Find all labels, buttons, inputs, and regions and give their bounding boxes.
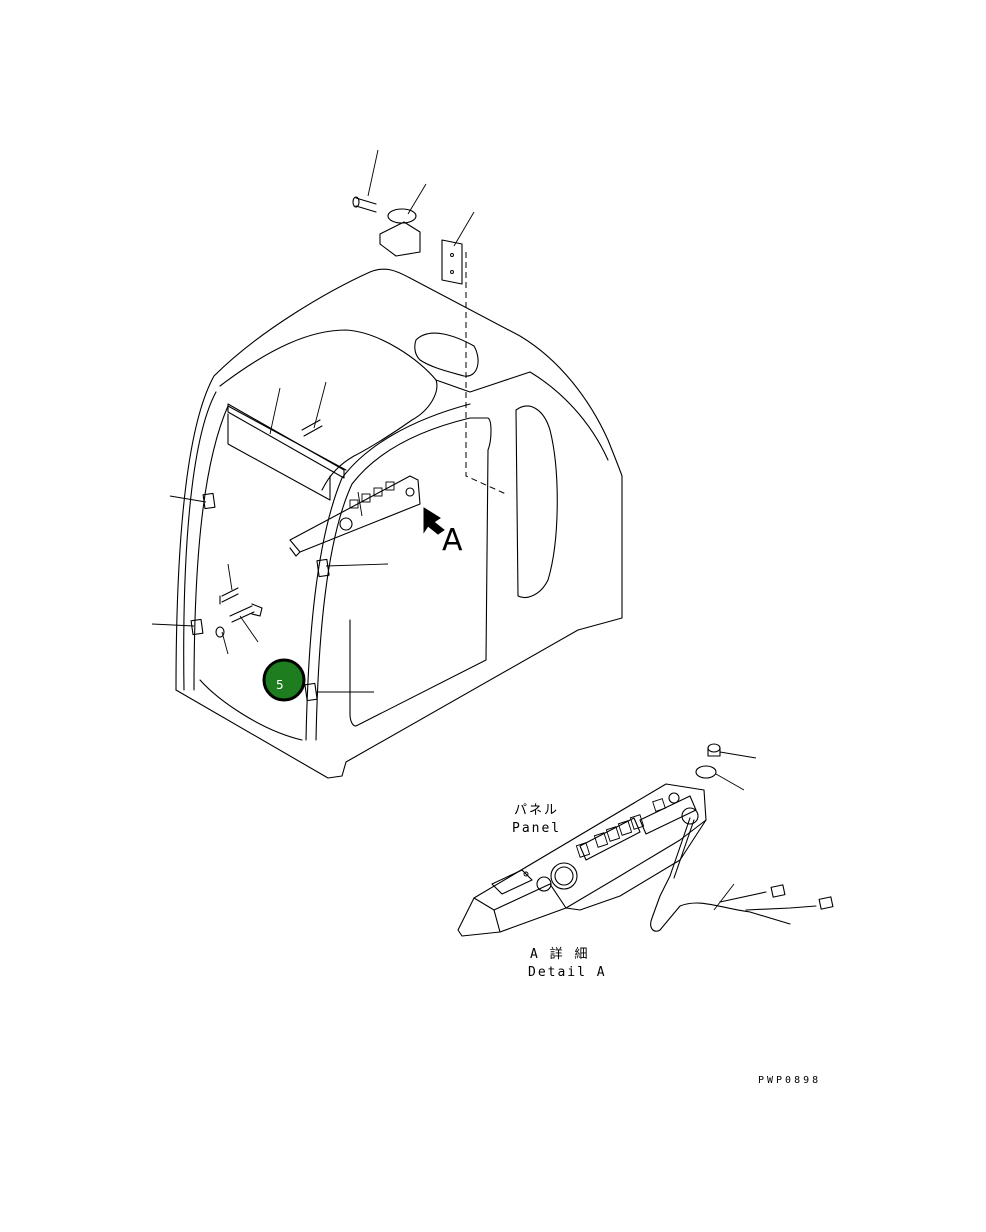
marker-number[interactable]: 5 <box>276 678 284 692</box>
detail-label-jp: A 詳 細 <box>530 946 589 962</box>
roof-parts <box>352 196 463 285</box>
panel-label-en: Panel <box>512 821 561 836</box>
cab-body <box>175 252 623 779</box>
callout-marker-5[interactable]: 5 <box>262 658 306 702</box>
detail-label-en: Detail A <box>528 965 607 980</box>
marker-circle[interactable] <box>262 658 306 702</box>
detail-panel <box>457 743 834 937</box>
panel-label-jp: パネル <box>514 803 559 818</box>
drawing-code: PWP0898 <box>758 1075 821 1086</box>
view-letter-label: A <box>442 523 463 558</box>
panel-on-cab <box>289 475 421 557</box>
